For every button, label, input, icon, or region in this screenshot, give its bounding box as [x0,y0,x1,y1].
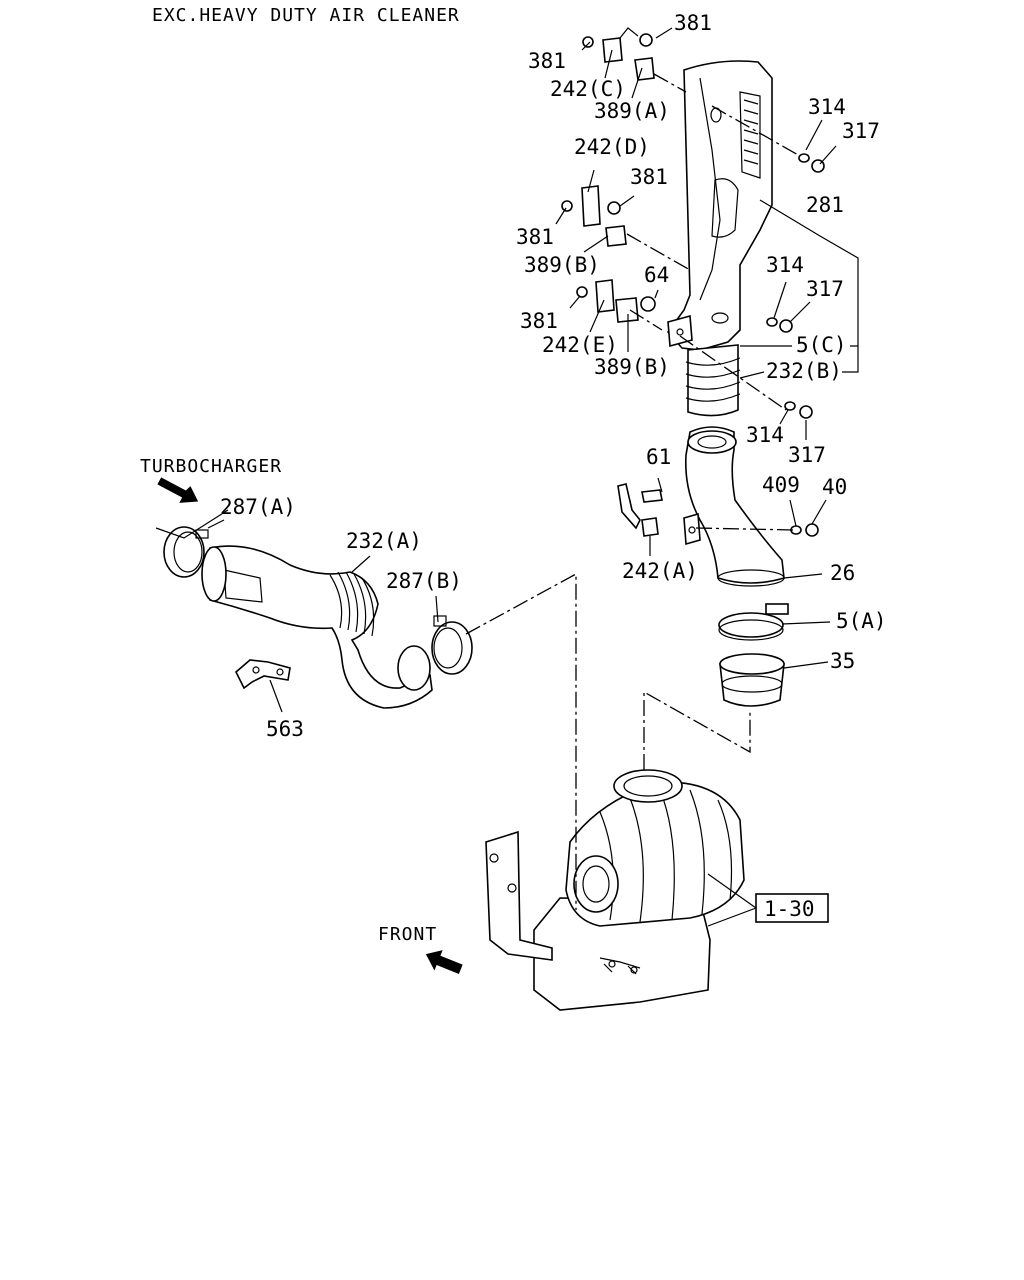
callout: 409 [762,473,800,497]
callout: 389(A) [594,99,670,123]
callout: 242(A) [622,559,698,583]
front-label: FRONT [378,924,437,945]
callout: 317 [788,443,826,467]
callout: 287(B) [386,569,462,593]
callout: 317 [842,119,880,143]
callout: 381 [630,165,668,189]
callout: 381 [516,225,554,249]
bracket-563 [235,659,291,690]
callout: 26 [830,561,855,585]
callout: 5(A) [836,609,887,633]
callout: 242(C) [550,77,626,101]
leader-lines [155,27,859,927]
callout: 5(C) [796,333,847,357]
callout: 232(B) [766,359,842,383]
callout: 381 [520,309,558,333]
callout: 389(B) [594,355,670,379]
callout: 232(A) [346,529,422,553]
callout: 381 [528,49,566,73]
intake-duct-281 [666,60,773,351]
diagram-title: EXC.HEAVY DUTY AIR CLEANER [152,5,460,26]
callout: 242(D) [574,135,650,159]
clamp-287b [431,615,473,675]
turbocharger-label: TURBOCHARGER [140,456,282,477]
clamp-287a [163,526,209,578]
turbocharger-arrow-icon [157,477,199,503]
callout: 381 [674,11,712,35]
callout: 40 [822,475,847,499]
sleeve-35 [719,653,785,707]
elbow-duct-26 [683,426,785,587]
bellows-232b [685,344,741,417]
reference-box: 1-30 [755,893,829,923]
callout: 563 [266,717,304,741]
callout: 314 [808,95,846,119]
hardware [561,33,825,537]
callout: 287(A) [220,495,296,519]
callout: 314 [766,253,804,277]
front-arrow-icon [425,950,463,974]
callout: 314 [746,423,784,447]
callout: 242(E) [542,333,618,357]
center-lines [465,73,801,910]
callout: 317 [806,277,844,301]
callout: 61 [646,445,671,469]
callout: 64 [644,263,669,287]
callout: 281 [806,193,844,217]
part-callouts: 381 381 242(C) 389(A) 314 317 242(D) 381… [220,11,887,741]
callout: 35 [830,649,855,673]
clamp-5a [718,603,789,641]
turbo-hose-232a [201,545,433,709]
reference-label: 1-30 [764,897,815,921]
air-cleaner-assembly [485,769,745,1011]
callout: 389(B) [524,253,600,277]
